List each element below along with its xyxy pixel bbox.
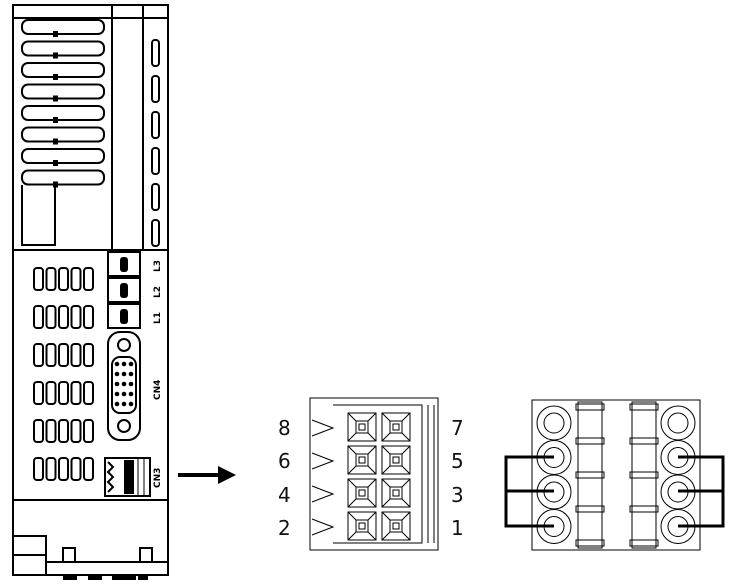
servo-drive-device: L3 L2 L1 CN4 CN3 [12,4,169,580]
vent-slot [83,267,94,291]
heatsink-fin [21,148,105,164]
vent-slot [45,381,57,405]
vent-slot [45,305,57,329]
pin-socket [381,511,411,541]
vent-slot [45,267,57,291]
vent-slot [83,343,94,367]
vent-slot [45,343,57,367]
heatsink-fins [21,19,105,246]
label-cn3: CN3 [153,468,163,488]
side-slots [151,39,160,247]
heatsink-fin [21,169,105,186]
vent-slot [58,419,69,443]
power-terminals [107,251,141,329]
latch-tab [311,485,335,503]
latch-tab [311,419,335,437]
power-terminal [107,277,141,303]
heatsink-fin [21,105,105,121]
vent-slot [83,305,94,329]
pin-label-3: 3 [451,483,464,507]
vent-slot [45,457,57,481]
pin-label-6: 6 [278,449,291,473]
vent-slot [70,305,82,329]
vent-slot [70,267,82,291]
pin-socket [347,445,377,475]
vent-slot [58,305,69,329]
vent-slot [33,305,44,329]
pin-label-5: 5 [451,449,464,473]
vent-slot [83,457,94,481]
vent-slot [70,343,82,367]
pin-socket [347,412,377,442]
slot [151,39,160,67]
pin-socket [381,412,411,442]
vent-slot [83,381,94,405]
vent-slot [45,419,57,443]
connector-front-view: 8 6 4 2 7 5 3 1 [278,397,464,551]
power-terminal [107,303,141,329]
vent-slot [58,457,69,481]
vent-slot [83,419,94,443]
slot [151,219,160,247]
pin-socket [347,478,377,508]
screw-terminal [660,405,696,441]
terminal-rail [631,401,657,549]
pin-label-8: 8 [278,416,291,440]
latch-tab [311,452,335,470]
label-l3: L3 [153,260,163,272]
vent-slot [33,419,44,443]
label-l1: L1 [153,312,163,324]
slot [151,183,160,211]
pin-socket [381,478,411,508]
power-terminal [107,251,141,277]
vent-slot [33,343,44,367]
vent-slot [58,267,69,291]
bottom-feet [12,535,168,580]
cn4-db-connector[interactable] [107,331,141,441]
jumper-wire-left [504,455,554,528]
heatsink-fin [21,126,105,143]
pin-label-7: 7 [451,416,464,440]
pin-label-1: 1 [451,516,464,540]
slot [151,147,160,175]
slot [151,111,160,139]
slot [151,75,160,103]
cn3-connector[interactable] [104,457,151,497]
terminal-rail [577,401,603,549]
jumper-wire-right [678,455,725,528]
pin-socket [347,511,377,541]
vent-slot [70,381,82,405]
pin-label-2: 2 [278,516,291,540]
arrow-icon [178,466,236,484]
vent-slot [58,343,69,367]
heatsink-fin [21,19,105,35]
label-l2: L2 [153,286,163,298]
vent-slot [70,457,82,481]
vent-slot [33,381,44,405]
vent-slot [33,457,44,481]
label-cn4: CN4 [153,380,163,400]
screw-terminal [536,405,572,441]
vent-slot [33,267,44,291]
pin-socket [381,445,411,475]
vent-slot [70,419,82,443]
heatsink-fin [21,83,105,100]
heatsink-fin [21,62,105,78]
heatsink-fin [21,40,105,57]
vent-slot [58,381,69,405]
vent-grid [33,267,94,481]
latch-tab [311,518,335,536]
connector-wiring-view [504,399,725,551]
pin-label-4: 4 [278,483,291,507]
